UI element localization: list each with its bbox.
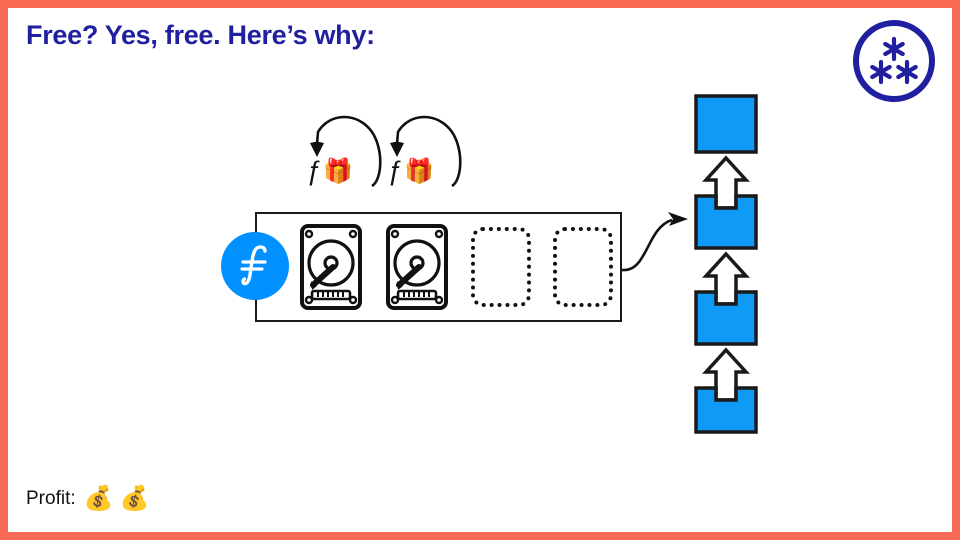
empty-drive-slot — [553, 227, 613, 307]
filecoin-badge-icon — [221, 232, 289, 300]
reward-label: ƒ 🎁 — [307, 158, 353, 185]
protocol-labs-logo — [849, 16, 939, 106]
profit-label: Profit: — [26, 487, 76, 509]
frame-border-right — [952, 0, 960, 540]
gift-icon: 🎁 — [404, 157, 434, 185]
chain-block — [694, 194, 758, 250]
reward-label: ƒ 🎁 — [388, 158, 434, 185]
frame-border-bottom — [0, 532, 960, 540]
drive-slot-row — [257, 214, 620, 320]
slide-title: Free? Yes, free. Here’s why: — [26, 20, 375, 50]
chain-block — [694, 94, 758, 154]
gift-icon: 🎁 — [323, 157, 353, 185]
filecoin-symbol: ƒ — [388, 156, 404, 186]
frame-border-top — [0, 0, 960, 8]
blockchain-diagram — [684, 88, 768, 440]
frame-border-left — [0, 0, 8, 540]
profit-line: Profit: 💰💰 — [26, 484, 155, 513]
chain-block — [694, 290, 758, 346]
hard-drive-icon — [385, 223, 449, 311]
money-bag-icon: 💰💰 — [83, 485, 156, 512]
storage-chassis — [255, 212, 622, 322]
filecoin-symbol: ƒ — [307, 156, 323, 186]
chain-block — [694, 386, 758, 434]
hard-drive-icon — [299, 223, 363, 311]
empty-drive-slot — [471, 227, 531, 307]
